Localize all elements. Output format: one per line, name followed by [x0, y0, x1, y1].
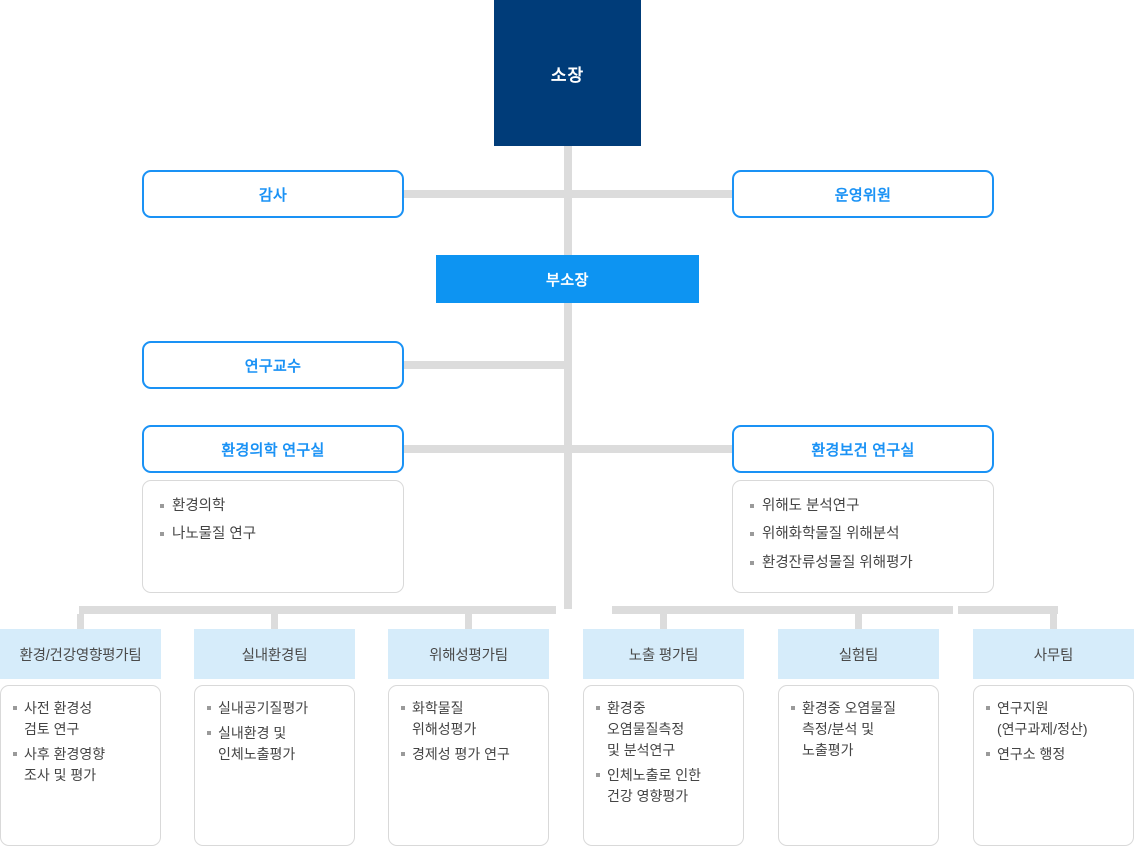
team-header-indoor-environment[interactable]: 실내환경팀 — [194, 629, 355, 679]
list-item: 위해도 분석연구 — [749, 495, 977, 517]
team-item-list: 화학물질 위해성평가 경제성 평가 연구 — [401, 698, 538, 765]
connector-horizontal-audit-left — [404, 190, 572, 198]
list-item: 사전 환경성 검토 연구 — [13, 698, 150, 740]
connector-stub-team-3 — [465, 614, 472, 629]
list-item: 위해화학물질 위해분석 — [749, 523, 977, 545]
list-item: 실내공기질평가 — [207, 698, 344, 719]
team-body-risk-assessment: 화학물질 위해성평가 경제성 평가 연구 — [388, 685, 549, 846]
list-item: 인체노출로 인한 건강 영향평가 — [596, 765, 733, 807]
lab-item-list: 위해도 분석연구 위해화학물질 위해분석 환경잔류성물질 위해평가 — [749, 495, 977, 574]
list-item: 연구지원 (연구과제/정산) — [986, 698, 1123, 740]
team-column-1: 환경/건강영향평가팀 사전 환경성 검토 연구 사후 환경영향 조사 및 평가 — [0, 629, 161, 846]
connector-bottom-bar-segment-1 — [79, 606, 556, 614]
team-item-list: 실내공기질평가 실내환경 및 인체노출평가 — [207, 698, 344, 765]
connector-stub-team-5 — [855, 614, 862, 629]
connector-vertical-director-deputy — [564, 146, 572, 256]
research-professor-box[interactable]: 연구교수 — [142, 341, 404, 389]
team-header-administration[interactable]: 사무팀 — [973, 629, 1134, 679]
team-body-laboratory: 환경중 오염물질 측정/분석 및 노출평가 — [778, 685, 939, 846]
lab-panel-environmental-medicine: 환경의학 나노물질 연구 — [142, 480, 404, 593]
connector-stub-team-1 — [77, 614, 84, 629]
lab-item-list: 환경의학 나노물질 연구 — [159, 495, 387, 546]
list-item: 화학물질 위해성평가 — [401, 698, 538, 740]
list-item: 환경중 오염물질측정 및 분석연구 — [596, 698, 733, 761]
connector-stub-team-6 — [1050, 614, 1057, 629]
connector-bottom-bar-segment-3 — [958, 606, 1058, 614]
list-item: 환경잔류성물질 위해평가 — [749, 552, 977, 574]
connector-horizontal-audit-right — [564, 190, 734, 198]
steering-committee-box[interactable]: 운영위원 — [732, 170, 994, 218]
lab-header-environmental-health[interactable]: 환경보건 연구실 — [732, 425, 994, 473]
team-header-laboratory[interactable]: 실험팀 — [778, 629, 939, 679]
lab-header-environmental-medicine[interactable]: 환경의학 연구실 — [142, 425, 404, 473]
team-item-list: 사전 환경성 검토 연구 사후 환경영향 조사 및 평가 — [13, 698, 150, 786]
team-body-env-health-impact: 사전 환경성 검토 연구 사후 환경영향 조사 및 평가 — [0, 685, 161, 846]
team-item-list: 환경중 오염물질 측정/분석 및 노출평가 — [791, 698, 928, 761]
team-header-risk-assessment[interactable]: 위해성평가팀 — [388, 629, 549, 679]
connector-bottom-bar-segment-2 — [612, 606, 953, 614]
team-header-exposure-assessment[interactable]: 노출 평가팀 — [583, 629, 744, 679]
connector-horizontal-lab-left — [404, 445, 572, 453]
list-item: 연구소 행정 — [986, 744, 1123, 765]
team-item-list: 연구지원 (연구과제/정산) 연구소 행정 — [986, 698, 1123, 765]
connector-stub-team-4 — [660, 614, 667, 629]
list-item: 실내환경 및 인체노출평가 — [207, 723, 344, 765]
team-column-2: 실내환경팀 실내공기질평가 실내환경 및 인체노출평가 — [194, 629, 355, 846]
team-item-list: 환경중 오염물질측정 및 분석연구 인체노출로 인한 건강 영향평가 — [596, 698, 733, 807]
team-body-indoor-environment: 실내공기질평가 실내환경 및 인체노출평가 — [194, 685, 355, 846]
connector-horizontal-lab-right — [564, 445, 734, 453]
director-box[interactable]: 소장 — [494, 0, 641, 146]
list-item: 경제성 평가 연구 — [401, 744, 538, 765]
team-body-exposure-assessment: 환경중 오염물질측정 및 분석연구 인체노출로 인한 건강 영향평가 — [583, 685, 744, 846]
list-item: 나노물질 연구 — [159, 523, 387, 545]
team-column-5: 실험팀 환경중 오염물질 측정/분석 및 노출평가 — [778, 629, 939, 846]
list-item: 환경의학 — [159, 495, 387, 517]
team-column-3: 위해성평가팀 화학물질 위해성평가 경제성 평가 연구 — [388, 629, 549, 846]
list-item: 환경중 오염물질 측정/분석 및 노출평가 — [791, 698, 928, 761]
team-body-administration: 연구지원 (연구과제/정산) 연구소 행정 — [973, 685, 1134, 846]
connector-horizontal-professor — [404, 361, 572, 369]
audit-box[interactable]: 감사 — [142, 170, 404, 218]
team-column-4: 노출 평가팀 환경중 오염물질측정 및 분석연구 인체노출로 인한 건강 영향평… — [583, 629, 744, 846]
connector-stub-team-2 — [271, 614, 278, 629]
list-item: 사후 환경영향 조사 및 평가 — [13, 744, 150, 786]
connector-vertical-deputy-bottom — [564, 303, 572, 609]
deputy-director-box[interactable]: 부소장 — [436, 255, 699, 303]
team-header-env-health-impact[interactable]: 환경/건강영향평가팀 — [0, 629, 161, 679]
team-column-6: 사무팀 연구지원 (연구과제/정산) 연구소 행정 — [973, 629, 1134, 846]
lab-panel-environmental-health: 위해도 분석연구 위해화학물질 위해분석 환경잔류성물질 위해평가 — [732, 480, 994, 593]
